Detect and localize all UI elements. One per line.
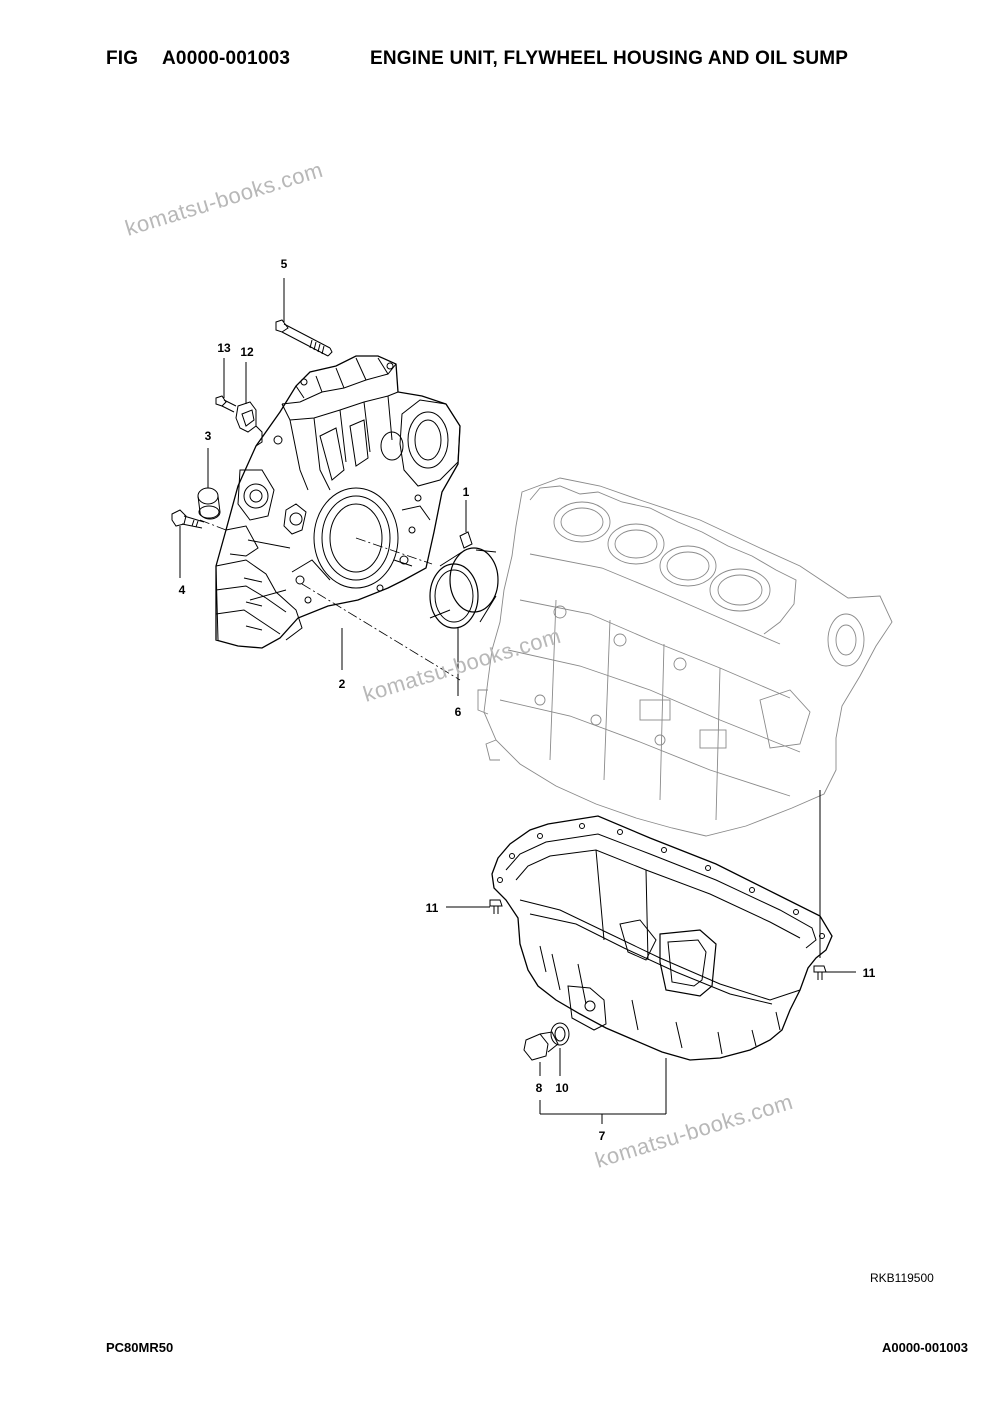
callout-11-left: 11 (426, 901, 439, 915)
callout-5: 5 (281, 257, 288, 271)
figure-title: ENGINE UNIT, FLYWHEEL HOUSING AND OIL SU… (370, 48, 849, 69)
callout-7: 7 (599, 1129, 606, 1143)
callout-12: 12 (240, 345, 254, 359)
callout-6: 6 (455, 705, 462, 719)
center-lines (199, 519, 461, 681)
engine-block (477, 477, 893, 837)
flywheel-housing (215, 355, 461, 649)
callout-8: 8 (536, 1081, 543, 1095)
small-bolt (215, 395, 237, 413)
callout-4: 4 (179, 583, 186, 597)
watermark-top: komatsu-books.com (122, 157, 326, 241)
long-bolt (275, 319, 333, 357)
oil-seal (429, 547, 499, 629)
callout-10: 10 (555, 1081, 569, 1095)
hex-bolt (171, 509, 205, 529)
reference-code: RKB119500 (870, 1271, 934, 1285)
fig-label: FIG (106, 48, 139, 69)
callout-3: 3 (205, 429, 212, 443)
callout-11-right: 11 (863, 966, 876, 980)
callout-13: 13 (217, 341, 231, 355)
figure-code: A0000-001003 (162, 48, 291, 69)
dowel-pin (459, 531, 473, 549)
watermark-bottom: komatsu-books.com (592, 1089, 796, 1173)
cap-plug (197, 487, 221, 520)
callout-numbers: 1 2 3 4 5 6 7 8 10 11 11 12 13 (179, 257, 876, 1143)
callout-2: 2 (339, 677, 346, 691)
washer (550, 1022, 570, 1046)
watermark-middle: komatsu-books.com (360, 623, 564, 707)
sump-bolt-left (489, 899, 503, 914)
callout-1: 1 (463, 485, 470, 499)
sensor (235, 401, 263, 447)
sump-bolt-right (813, 965, 827, 980)
oil-sump (491, 815, 833, 1061)
footer-code: A0000-001003 (881, 1340, 968, 1355)
watermarks: komatsu-books.com komatsu-books.com koma… (122, 157, 796, 1173)
leader-lines (179, 278, 856, 1124)
drain-plug (523, 1031, 559, 1061)
footer-model: PC80MR50 (106, 1340, 174, 1355)
